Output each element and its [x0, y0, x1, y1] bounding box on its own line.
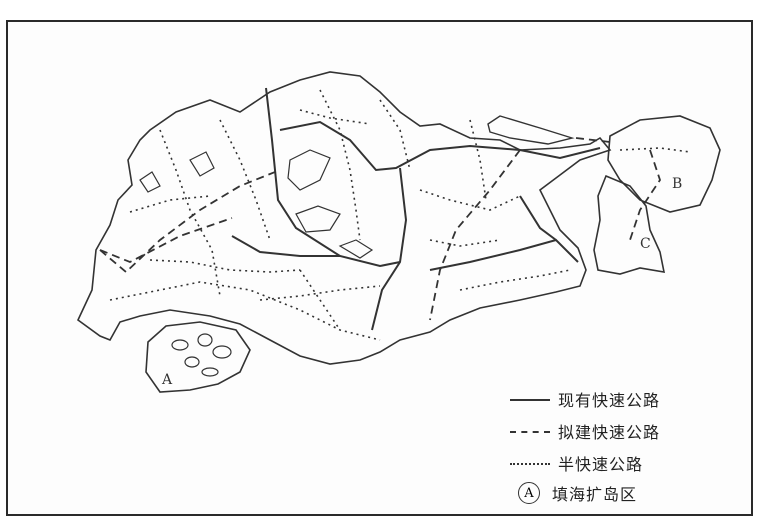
- legend-label-planned: 拟建快速公路: [558, 423, 661, 442]
- label-area-c: C: [640, 236, 651, 252]
- island-b: [607, 115, 721, 213]
- island-outline: [76, 71, 612, 365]
- legend-row-reclamation: A 填海扩岛区: [510, 480, 637, 506]
- reclamation-a-features: [171, 333, 232, 377]
- reservoirs: [139, 149, 374, 259]
- semi-expressways: [109, 89, 691, 341]
- island-c: [593, 174, 666, 275]
- legend-row-planned: 拟建快速公路: [510, 418, 660, 444]
- label-area-b: B: [672, 176, 683, 192]
- legend-label-existing: 现有快速公路: [558, 391, 661, 410]
- legend-row-semi: 半快速公路: [510, 450, 643, 476]
- planned-expressways: [99, 137, 661, 321]
- existing-expressways: [231, 87, 601, 331]
- dotted-line-icon: [510, 457, 550, 469]
- legend-label-semi: 半快速公路: [558, 455, 644, 474]
- label-area-a: A: [162, 372, 173, 388]
- dashed-line-icon: [510, 425, 550, 437]
- islet-north: [487, 115, 575, 145]
- legend-row-existing: 现有快速公路: [510, 386, 660, 412]
- solid-line-icon: [510, 393, 550, 405]
- reclamation-a: [145, 321, 251, 393]
- circled-letter-icon: A: [518, 482, 540, 504]
- legend-label-reclamation: 填海扩岛区: [552, 485, 638, 504]
